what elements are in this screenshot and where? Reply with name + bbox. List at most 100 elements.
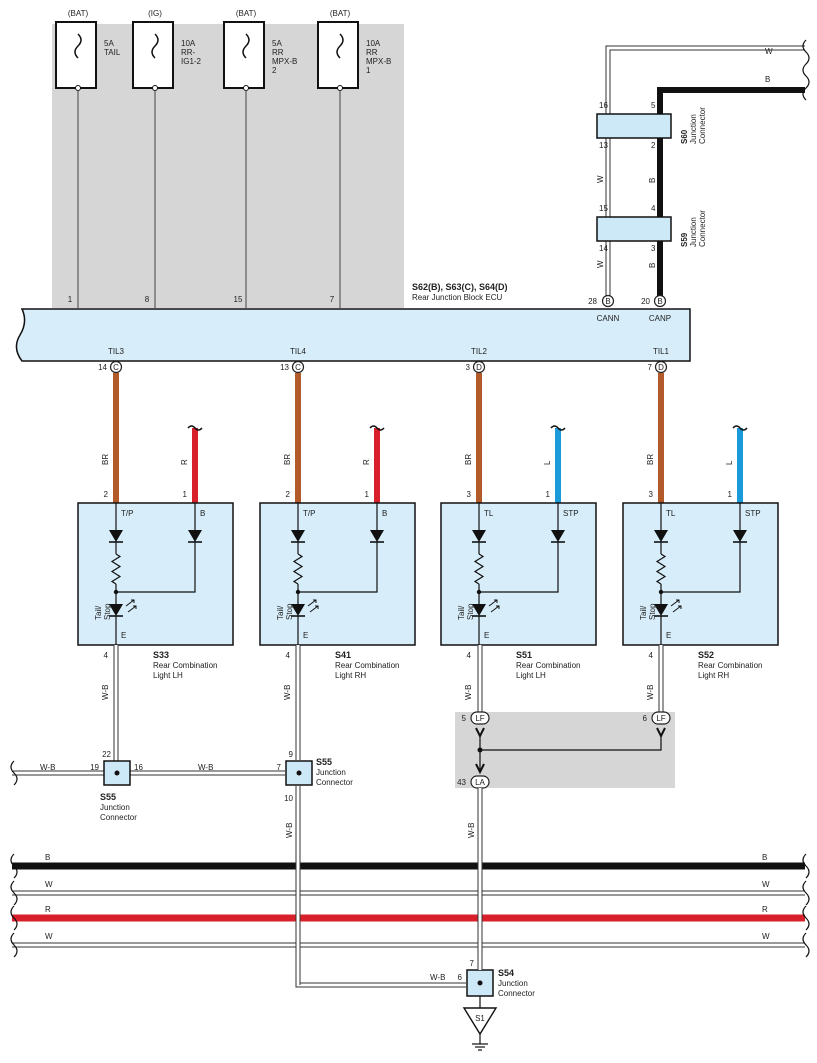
gnd-left-name-a: Junction <box>100 803 130 812</box>
lamp-int-node-1 <box>295 589 301 595</box>
can-jcode-1: S59 <box>680 232 689 247</box>
lamp-int-node-2 <box>476 589 482 595</box>
lamp-wire-b-label-0: R <box>180 459 189 465</box>
lamp-pin-b-0: 1 <box>183 490 188 499</box>
lamp-ground-term-1: E <box>303 631 308 640</box>
ecu-title: S62(B), S63(C), S64(D) <box>412 282 508 292</box>
bus-break-right-0 <box>802 853 810 879</box>
gnd-right-pin-bottom: 10 <box>284 794 293 803</box>
fuse-label-2-3: 2 <box>272 66 277 75</box>
lamp-diode-b-1-tri <box>370 530 384 542</box>
lamp-wire-b-tilde-2 <box>550 425 566 431</box>
can-jpin-1-0: 15 <box>599 204 608 213</box>
lamp-name-a-0: Rear Combination <box>153 661 217 670</box>
ecu-cann-conn-circle <box>601 294 615 308</box>
can-b-label-0: B <box>648 178 657 183</box>
lamp-term-a-2: TL <box>484 509 494 518</box>
lamp-wire-a-label-3: BR <box>646 454 655 465</box>
can-junction-1 <box>596 216 672 242</box>
fuse-label-1-2: IG1-2 <box>181 57 202 66</box>
gnd-left-wire-mid: W-B <box>198 763 213 772</box>
bus-break-left-0 <box>10 853 18 879</box>
lamp-int-node-3 <box>658 589 664 595</box>
fuse-pin-3: 7 <box>330 295 335 304</box>
can-jname-a-0: Junction <box>689 114 698 144</box>
lamp-term-a-1: T/P <box>303 509 315 518</box>
gnd-point-label: S1 <box>475 1014 485 1023</box>
ecu-output-3: TIL1 <box>653 347 670 356</box>
lamp-int-b2-0 <box>116 542 196 593</box>
can-jpin-1-1: 4 <box>651 204 656 213</box>
lamp-term-a-3: TL <box>666 509 676 518</box>
ecu-output-conn-3-circle <box>654 360 668 374</box>
ecu-output-conn-2-circle <box>472 360 486 374</box>
lamp-pin-a-2: 3 <box>467 490 472 499</box>
fuse-label-1-1: RR- <box>181 48 196 57</box>
can-jpin-0-1: 5 <box>651 101 656 110</box>
fuse-label-3-1: RR <box>366 48 378 57</box>
ecu-cann-conn-letter: B <box>605 297 610 306</box>
lamp-led-1-tri <box>291 604 305 616</box>
lamp-wire-a-label-0: BR <box>101 454 110 465</box>
lamp-box-3 <box>622 502 779 646</box>
lamp-tail-label-b-1: Stop <box>285 603 294 620</box>
fuse-node-0 <box>75 85 81 91</box>
lamp-gwire-1: W-B <box>283 685 292 700</box>
lamp-gpin-1: 4 <box>286 651 291 660</box>
lamp-ground-term-0: E <box>121 631 126 640</box>
lf-a-tag: LF <box>475 714 484 723</box>
lamp-term-b-0: B <box>200 509 205 518</box>
gnd-right-wire-down: W-B <box>285 823 294 838</box>
can-b-wire <box>657 87 805 298</box>
ecu-output-0: TIL3 <box>108 347 125 356</box>
ecu-output-conn-1-letter: C <box>295 363 301 372</box>
lamp-wire-b-label-1: R <box>362 459 371 465</box>
gnd-junction-right-node <box>296 770 302 776</box>
gnd-right-code: S55 <box>316 757 332 767</box>
lamp-wire-b-tilde-1 <box>369 425 385 431</box>
lamp-diode-b-3-tri <box>733 530 747 542</box>
fuse-supply-2: (BAT) <box>236 9 257 18</box>
lf-c-arrow <box>475 763 485 775</box>
can-jname-b-1: Connector <box>698 210 707 247</box>
can-break-right <box>802 39 810 101</box>
lamp-name-b-0: Light LH <box>153 671 183 680</box>
lf-a-pill <box>470 711 490 725</box>
lf-c-pin: 43 <box>457 778 466 787</box>
fuse-box-1 <box>132 21 174 89</box>
bus-label-left-0: B <box>45 853 50 862</box>
lamp-led-rays-3 <box>670 599 682 613</box>
gnd-right-pin-top: 9 <box>289 750 294 759</box>
bus-label-left-2: R <box>45 905 51 914</box>
lamp-led-0-tri <box>109 604 123 616</box>
fuse-label-3-3: 1 <box>366 66 371 75</box>
lamp-gwire-2: W-B <box>464 685 473 700</box>
lamp-pin-a-3: 3 <box>649 490 654 499</box>
lamp-name-a-1: Rear Combination <box>335 661 399 670</box>
ecu-output-pin-1: 13 <box>280 363 289 372</box>
lf-wire-label: W-B <box>467 823 476 838</box>
ecu-output-pin-0: 14 <box>98 363 107 372</box>
ecu-output-conn-0-letter: C <box>113 363 119 372</box>
lamp-int-b2-2 <box>479 542 559 593</box>
lamp-led-rays-1 <box>307 599 319 613</box>
lamp-ground-term-2: E <box>484 631 489 640</box>
ecu-output-conn-1-circle <box>291 360 305 374</box>
lamp-led-rays-0 <box>125 599 137 613</box>
gnd-right-name-a: Junction <box>316 768 346 777</box>
lamp-gpin-2: 4 <box>467 651 472 660</box>
fuse-element-0 <box>74 33 82 59</box>
lamp-code-1: S41 <box>335 650 351 660</box>
bus-label-right-1: W <box>762 880 770 889</box>
lamp-tail-label-b-0: Stop <box>103 603 112 620</box>
bus-label-left-3: W <box>45 932 53 941</box>
ecu-canp-pin: 20 <box>641 297 650 306</box>
lamp-led-rays-2 <box>488 599 500 613</box>
lf-b-tag: LF <box>656 714 665 723</box>
can-w-wire-inner <box>606 46 805 298</box>
gnd-bottom-name-b: Connector <box>498 989 535 998</box>
lamp-diode-a-2-tri <box>472 530 486 542</box>
lamp-pin-a-1: 2 <box>286 490 291 499</box>
ecu-output-2: TIL2 <box>471 347 488 356</box>
